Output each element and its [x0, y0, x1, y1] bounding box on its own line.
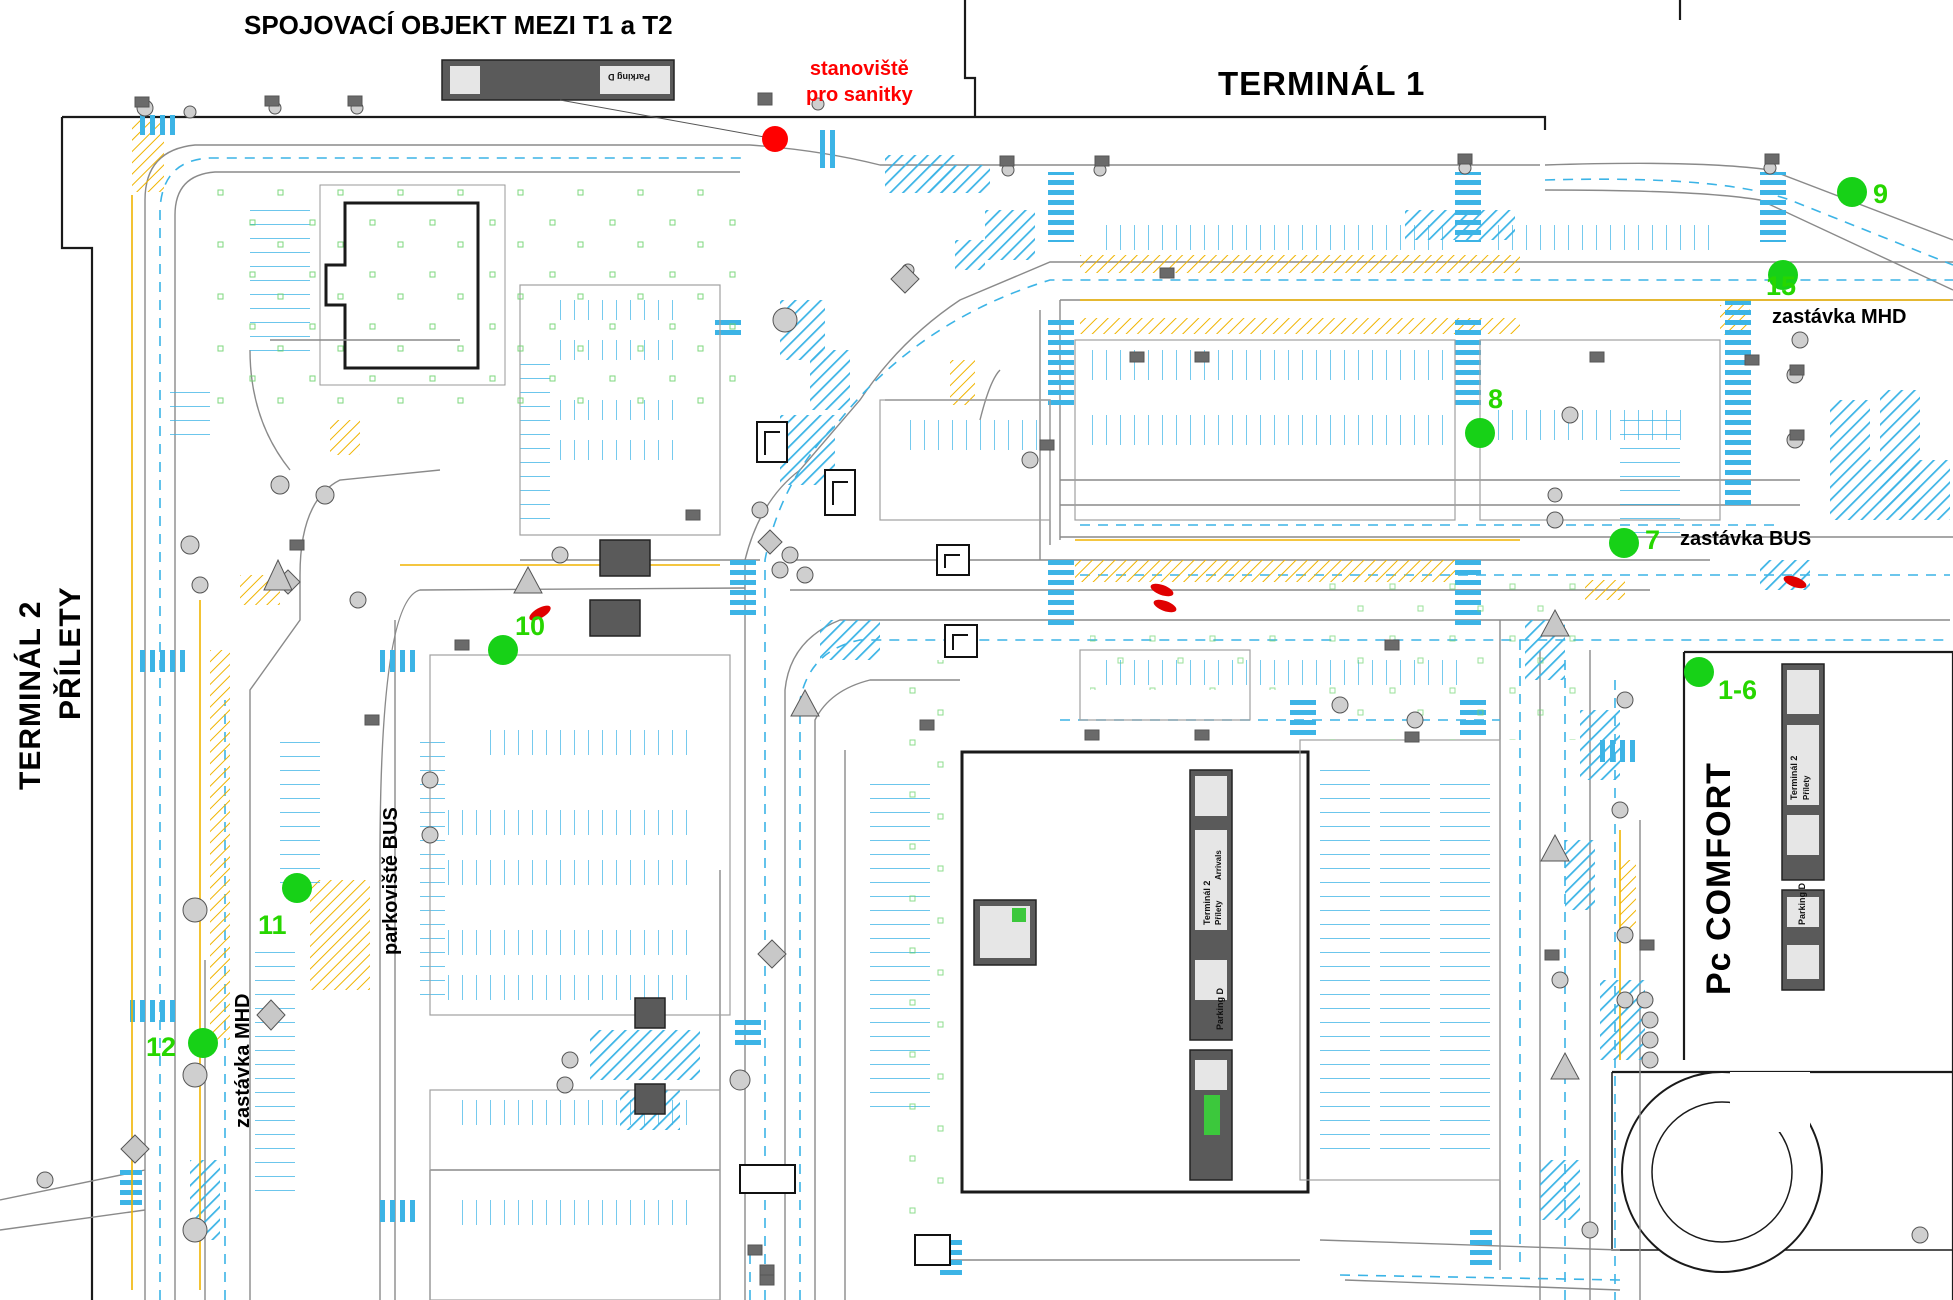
sign-parking-d-right: Parking D — [1797, 882, 1807, 925]
ambulance-stand-label: stanoviště pro sanitky — [806, 58, 913, 106]
direction-board-arrows — [764, 431, 968, 650]
stop-mhd-right-label: zastávka MHD — [1772, 306, 1907, 328]
connector-heading: SPOJOVACÍ OBJEKT MEZI T1 a T2 — [244, 10, 673, 40]
sign-arrivals: Přílety — [1214, 900, 1223, 925]
point-11-label: 11 — [258, 910, 287, 940]
point-9-label: 9 — [1873, 179, 1889, 209]
landscaping — [200, 180, 1580, 1220]
sign-details — [450, 66, 1819, 1135]
point-7-label: 7 — [1645, 525, 1661, 555]
circular-ramp — [1611, 1071, 1953, 1273]
sign-arrivals-right: Přílety — [1802, 775, 1811, 800]
kerb-lines — [131, 195, 1950, 1290]
terminal-1-heading: TERMINÁL 1 — [1218, 65, 1426, 102]
point-11-marker[interactable] — [282, 873, 312, 903]
point-12-label: 12 — [146, 1032, 177, 1062]
point-9-marker[interactable] — [1837, 177, 1867, 207]
parking-d-building — [960, 750, 1310, 1194]
stop-bus-label: zastávka BUS — [1680, 528, 1812, 550]
bus-parking-label: parkoviště BUS — [380, 807, 402, 955]
ambulance-pointer — [559, 99, 771, 139]
point-10-marker[interactable] — [488, 635, 518, 665]
sign-parking-d: Parking D — [1215, 987, 1225, 1030]
stop-mhd-left-label: zastávka MHD — [232, 993, 254, 1128]
direction-boards — [739, 421, 978, 1266]
point-10-label: 10 — [515, 611, 546, 641]
hatched-areas — [132, 120, 1750, 1040]
ambulance-markings — [529, 575, 1807, 621]
sign-terminal-2: Terminál 2 — [1202, 880, 1212, 925]
point-7-marker[interactable] — [1609, 528, 1639, 558]
point-8-marker[interactable] — [1465, 418, 1495, 448]
ambulance-marker — [762, 126, 788, 152]
point-8-label: 8 — [1488, 384, 1504, 414]
sign-arrivals-en: Arrivals — [1214, 850, 1223, 880]
point-15-label: 15 — [1766, 271, 1797, 301]
sign-parking-d-top: Parking D — [608, 72, 651, 82]
point-15-marker[interactable] — [1768, 260, 1798, 290]
terminal-2-sub: PŘÍLETY — [54, 586, 87, 720]
pc-comfort-heading: Pc COMFORT — [1700, 762, 1738, 995]
point-12-marker[interactable] — [188, 1028, 218, 1058]
terminal-2-heading: TERMINÁL 2 — [14, 600, 47, 790]
sign-terminal-2-right: Terminál 2 — [1789, 755, 1799, 800]
point-1-6-marker[interactable] — [1684, 657, 1714, 687]
traffic-signs — [36, 92, 1929, 1286]
point-1-6-label: 1-6 — [1718, 675, 1758, 705]
